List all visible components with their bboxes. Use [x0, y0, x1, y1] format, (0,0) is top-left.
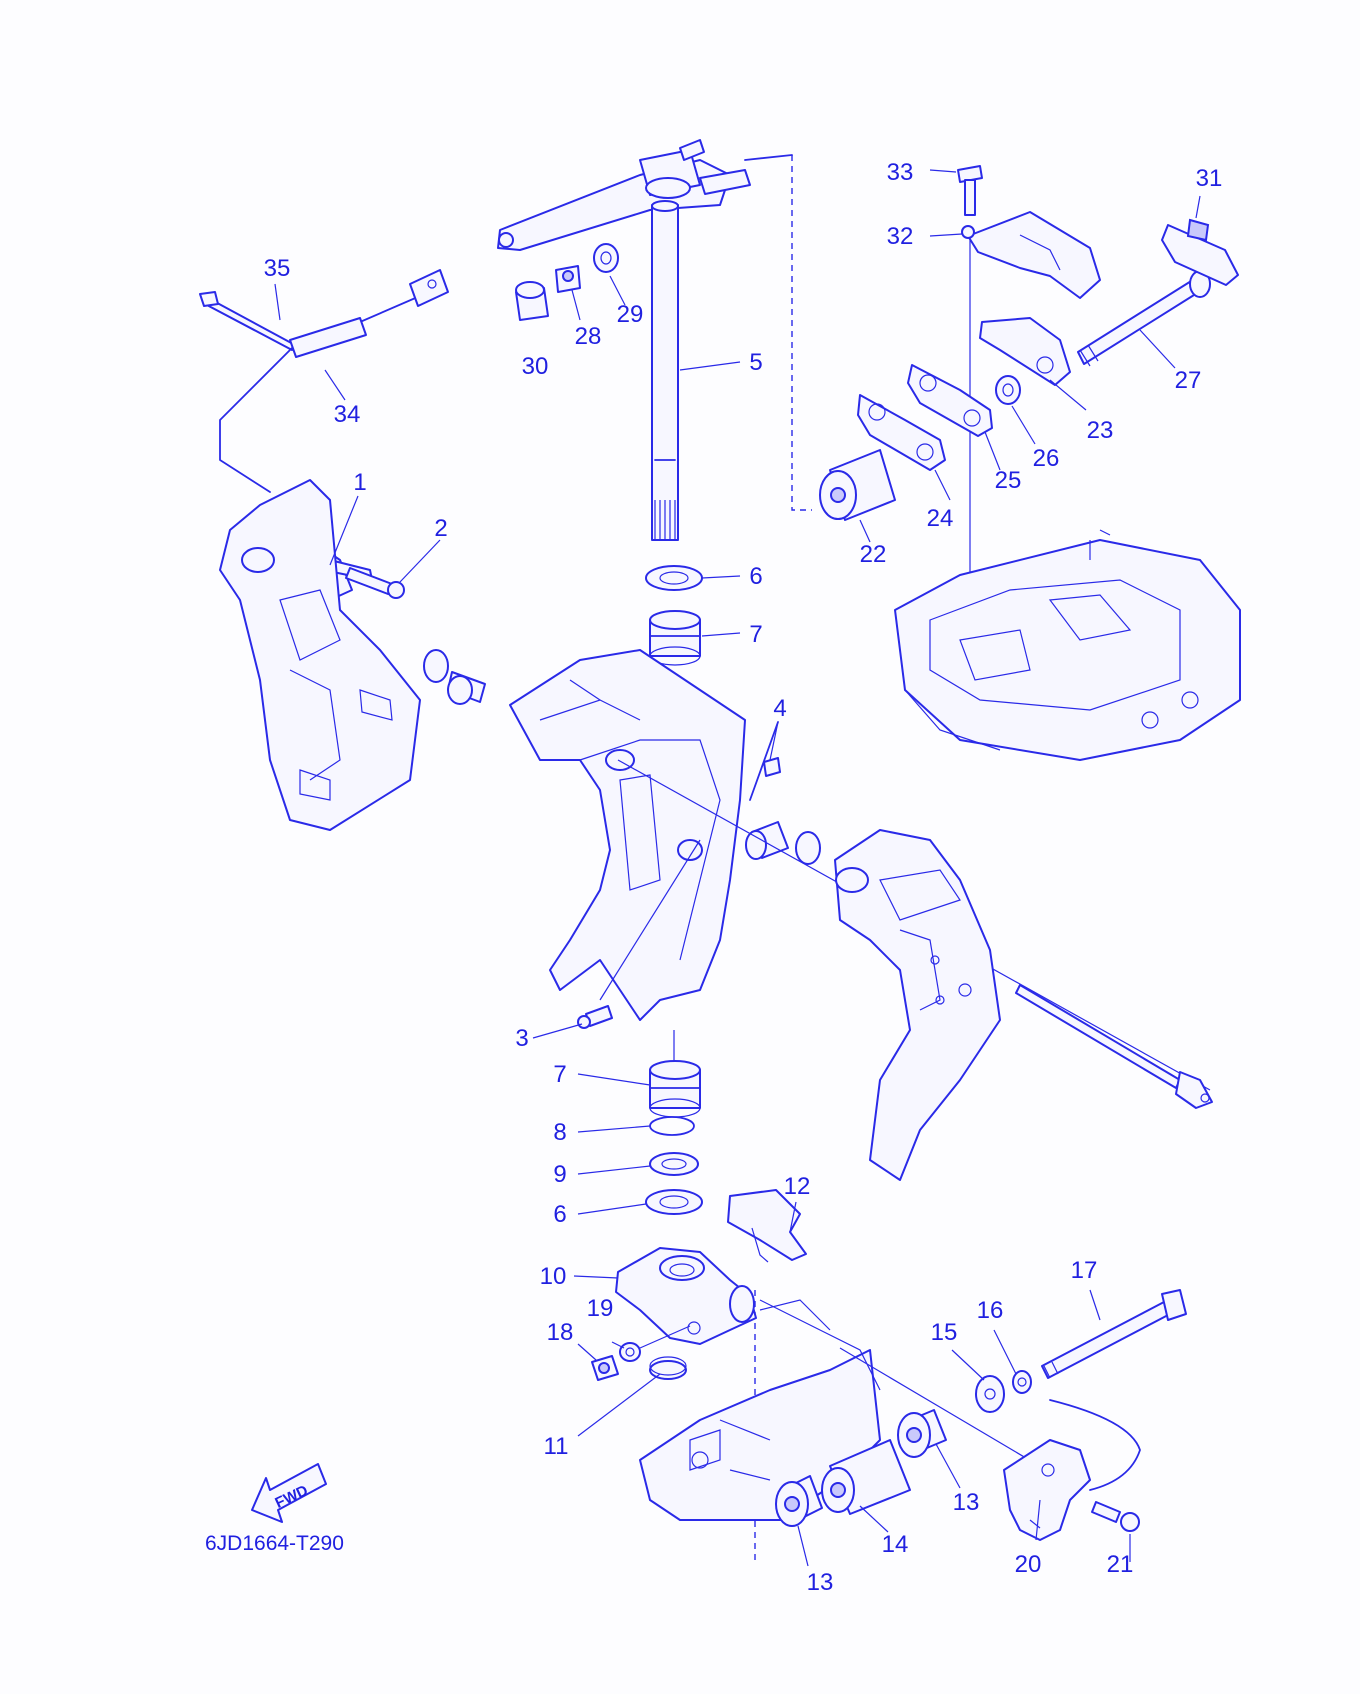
fwd-arrow-icon: [251, 1463, 327, 1523]
callout-16: 16: [977, 1297, 1004, 1324]
callout-18: 18: [547, 1319, 574, 1346]
plate-25: [907, 364, 993, 437]
steering-arm: [497, 139, 751, 251]
callout-10: 10: [540, 1263, 567, 1290]
bushing-7-lower: [649, 1060, 701, 1118]
callout-29: 29: [617, 301, 644, 328]
clamp-bracket-left: [219, 479, 421, 831]
screw-2: [345, 567, 405, 599]
callout-13: 13: [807, 1569, 834, 1596]
bolt-17: [1041, 1289, 1187, 1379]
callout-1: 1: [353, 469, 366, 496]
steering-shaft: [651, 200, 679, 541]
upper-mount-cover-32: [967, 211, 1101, 299]
bolt-27: [1077, 270, 1211, 367]
lower-case: [639, 1299, 881, 1521]
callout-5: 5: [749, 349, 762, 376]
washer-19: [619, 1342, 641, 1362]
callout-20: 20: [1015, 1551, 1042, 1578]
bushing-left: [423, 649, 486, 705]
callout-3: 3: [515, 1025, 528, 1052]
swivel-bracket: [509, 649, 746, 1021]
mount-rubber-14: [821, 1439, 911, 1515]
callout-30: 30: [522, 353, 549, 380]
spring-11: [649, 1356, 687, 1380]
washer-29: [593, 243, 619, 273]
diagram-code: 6JD1664-T290: [205, 1532, 344, 1555]
through-bolt: [1015, 984, 1213, 1109]
bushing-right: [745, 821, 821, 865]
washer-9: [649, 1152, 699, 1176]
leader-lines: [274, 169, 1201, 1567]
steering-bracket-10: [615, 1247, 757, 1345]
callout-25: 25: [995, 467, 1022, 494]
callout-24: 24: [927, 505, 954, 532]
callout-13: 13: [953, 1489, 980, 1516]
callout-7: 7: [553, 1061, 566, 1088]
callout-22: 22: [860, 541, 887, 568]
callout-23: 23: [1087, 417, 1114, 444]
callout-33: 33: [887, 159, 914, 186]
callout-12: 12: [784, 1173, 811, 1200]
washer-16: [1012, 1370, 1032, 1394]
washer-6-upper: [645, 565, 703, 591]
o-ring-8: [649, 1116, 695, 1136]
callout-11: 11: [544, 1433, 569, 1460]
clamp-bracket-right: [834, 829, 1001, 1181]
nut-28: [555, 265, 581, 293]
clip-31: [1161, 218, 1239, 286]
trim-sensor-cable-34: [219, 269, 449, 493]
nut-30: [515, 281, 549, 321]
callout-4: 4: [773, 695, 786, 722]
bushing-7-upper: [649, 610, 701, 666]
callout-27: 27: [1175, 367, 1202, 394]
callout-6: 6: [553, 1201, 566, 1228]
callout-9: 9: [553, 1161, 566, 1188]
bolt-33: [957, 165, 983, 239]
callout-28: 28: [575, 323, 602, 350]
nut-18: [591, 1355, 619, 1381]
callout-21: 21: [1107, 1551, 1134, 1578]
mount-rubber-22: [819, 449, 896, 521]
callout-32: 32: [887, 223, 914, 250]
callout-6: 6: [749, 563, 762, 590]
grease-nipple-4: [763, 757, 781, 777]
plate-24: [857, 394, 946, 471]
washer-6-lower: [645, 1189, 703, 1215]
callout-8: 8: [553, 1119, 566, 1146]
screw-3: [577, 1005, 613, 1029]
callout-14: 14: [882, 1531, 909, 1558]
callout-35: 35: [264, 255, 291, 282]
washer-15: [975, 1375, 1005, 1413]
callout-7: 7: [749, 621, 762, 648]
friction-plate-12: [727, 1189, 807, 1263]
cable-tie-35: [199, 291, 296, 351]
callout-15: 15: [931, 1319, 958, 1346]
callout-19: 19: [587, 1295, 614, 1322]
bolt-21: [1091, 1501, 1140, 1532]
callout-labels: 1 2 3 4 5 6 6 7 7 8 9 10 11 12 13 13 14 …: [264, 159, 1223, 1596]
plate-23: [979, 317, 1071, 386]
upper-case-housing: [894, 529, 1241, 761]
callout-17: 17: [1071, 1257, 1098, 1284]
callout-26: 26: [1033, 445, 1060, 472]
mount-rubber-13-right: [897, 1409, 947, 1458]
callout-2: 2: [434, 515, 447, 542]
callout-34: 34: [334, 401, 361, 428]
callout-31: 31: [1196, 165, 1223, 192]
mount-rubber-13-left: [775, 1475, 823, 1527]
washer-26: [995, 375, 1021, 405]
lower-mount-cover-20: [1003, 1439, 1091, 1541]
